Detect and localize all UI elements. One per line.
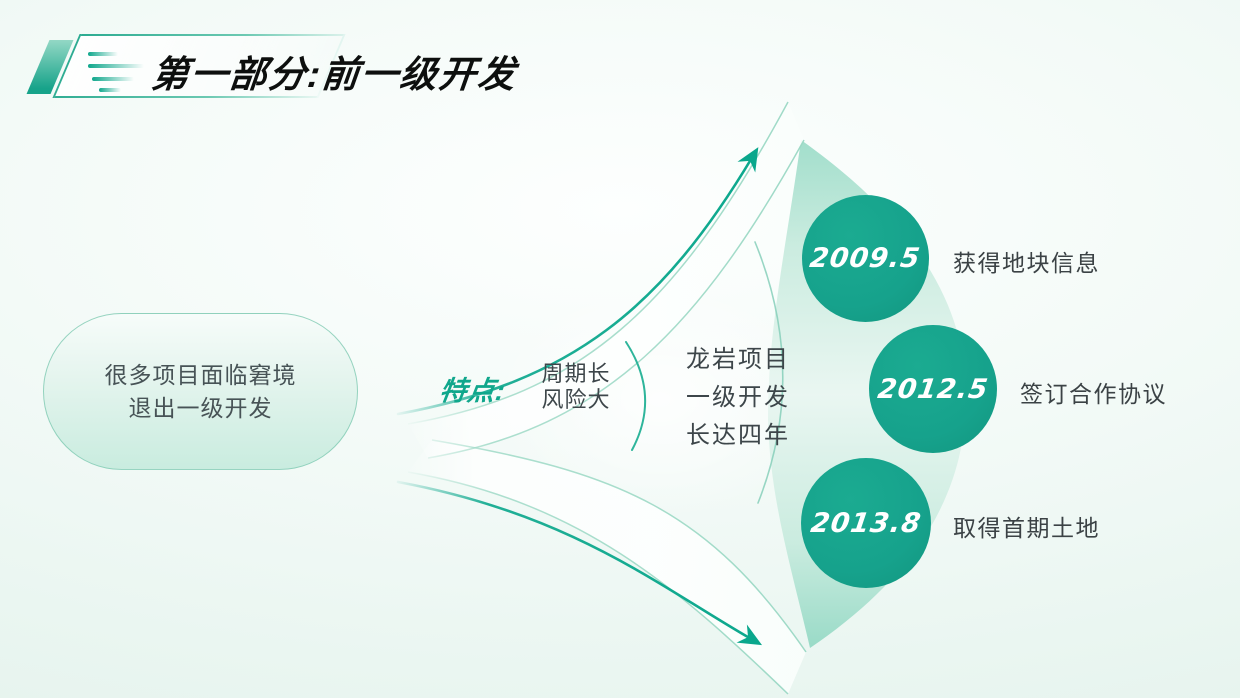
center-arc-left <box>625 341 647 451</box>
milestone-label: 取得首期土地 <box>953 515 1100 541</box>
milestone-date: 2009.5 <box>808 243 923 274</box>
features-text: 周期长 风险大 <box>536 361 616 413</box>
swoosh-edge-line <box>407 101 789 425</box>
center-arc-right <box>754 241 784 504</box>
milestone-circle: 2013.8 <box>801 458 931 588</box>
speed-line-icon <box>99 88 121 92</box>
swoosh-edge-line <box>407 471 789 695</box>
center-note-line: 长达四年 <box>686 422 790 449</box>
swoosh-edge-line <box>427 139 805 459</box>
milestone-date: 2013.8 <box>808 507 924 539</box>
milestone-label: 获得地块信息 <box>953 250 1100 276</box>
milestone-circle: 2009.5 <box>802 195 929 322</box>
features-line: 风险大 <box>541 387 611 412</box>
swoosh-edge-line <box>431 439 807 653</box>
intro-pill-line: 退出一级开发 <box>128 394 273 421</box>
page-title: 第一部分:前一级开发 <box>149 54 520 95</box>
intro-pill: 很多项目面临窘境 退出一级开发 <box>43 313 358 470</box>
center-note-line: 一级开发 <box>686 384 790 411</box>
speed-line-icon <box>92 77 134 81</box>
speed-line-icon <box>88 52 118 56</box>
milestone-circle: 2012.5 <box>869 325 997 453</box>
intro-pill-line: 很多项目面临窘境 <box>104 361 297 388</box>
curved-arrow-down-right-icon <box>396 480 763 646</box>
curved-arrow-up-right-icon <box>396 147 759 416</box>
lower-swoosh-band <box>408 440 806 694</box>
milestone-label: 签订合作协议 <box>1020 381 1167 407</box>
center-note: 龙岩项目 一级开发 长达四年 <box>660 341 816 455</box>
milestone-date: 2012.5 <box>875 373 991 405</box>
features-line: 周期长 <box>541 361 611 386</box>
center-note-line: 龙岩项目 <box>686 346 790 373</box>
features-label: 特点: <box>437 376 508 406</box>
speed-line-icon <box>88 64 144 68</box>
